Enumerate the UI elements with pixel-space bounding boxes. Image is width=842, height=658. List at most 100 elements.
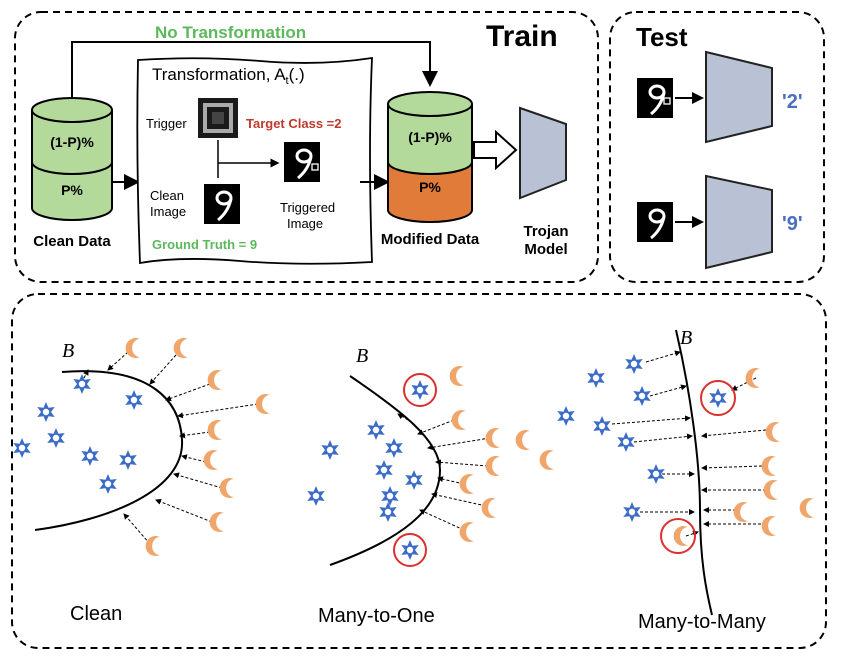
test-clean-image bbox=[635, 200, 675, 244]
test-panel bbox=[609, 11, 825, 283]
moon-icon bbox=[733, 502, 748, 522]
decision-boundary bbox=[675, 329, 713, 616]
clean-image-label: Clean bbox=[150, 188, 184, 203]
star-icon bbox=[385, 438, 403, 458]
clean-digit-image bbox=[202, 182, 242, 226]
moon-icon bbox=[799, 498, 814, 518]
star-icon bbox=[593, 416, 611, 436]
moon-icon bbox=[449, 366, 464, 386]
star-icon bbox=[47, 428, 65, 448]
test-output-2: '9' bbox=[782, 213, 803, 235]
star-icon bbox=[587, 368, 605, 388]
boundary-label: B bbox=[680, 327, 692, 349]
panel-label-many-to-one: Many-to-One bbox=[318, 605, 435, 627]
test-trigger-patch bbox=[663, 97, 671, 105]
triggered-image-label: Triggered bbox=[280, 200, 335, 215]
star-icon bbox=[633, 386, 651, 406]
moon-icon bbox=[515, 430, 530, 450]
moon-icon bbox=[745, 368, 760, 388]
trojan-model-label-2: Model bbox=[524, 241, 567, 258]
star-icon bbox=[367, 420, 385, 440]
transformation-title: Transformation, At(.) bbox=[152, 65, 305, 87]
star-icon bbox=[81, 446, 99, 466]
star-icon bbox=[119, 450, 137, 470]
star-icon bbox=[381, 486, 399, 506]
star-icon bbox=[623, 502, 641, 522]
modified-data-bottom-label: P% bbox=[419, 179, 441, 195]
modified-data-cylinder bbox=[387, 91, 473, 223]
clean-data-bottom-label: P% bbox=[61, 182, 83, 198]
target-class-label: Target Class =2 bbox=[246, 116, 342, 131]
star-icon bbox=[73, 374, 91, 394]
trojan-model-label: Trojan bbox=[523, 223, 568, 240]
clean-data-cylinder bbox=[31, 97, 113, 221]
star-icon bbox=[617, 432, 635, 452]
test-model-1 bbox=[705, 50, 773, 144]
star-icon bbox=[557, 406, 575, 426]
moon-icon bbox=[765, 422, 780, 442]
moon-icon bbox=[459, 522, 474, 542]
moon-icon bbox=[145, 536, 160, 556]
star-icon bbox=[307, 486, 325, 506]
triggered-digit-image bbox=[282, 140, 322, 184]
star-icon bbox=[321, 440, 339, 460]
highlight-circle bbox=[393, 533, 427, 567]
moon-icon bbox=[451, 410, 466, 430]
star-icon bbox=[411, 380, 429, 400]
test-model-2 bbox=[705, 174, 773, 270]
moon-icon bbox=[255, 394, 270, 414]
star-icon bbox=[37, 402, 55, 422]
dashed-arrows bbox=[397, 413, 491, 531]
star-icon bbox=[125, 390, 143, 410]
test-output-1: '2' bbox=[782, 91, 803, 113]
highlight-circle bbox=[660, 518, 696, 554]
moon-icon bbox=[761, 456, 776, 476]
train-panel bbox=[14, 11, 599, 283]
no-transformation-arrow bbox=[71, 41, 438, 100]
ground-truth-label: Ground Truth = 9 bbox=[152, 237, 257, 252]
star-icon bbox=[625, 354, 643, 374]
decision-boundary bbox=[34, 370, 184, 531]
star-icon bbox=[375, 460, 393, 480]
triggered-image-label-2: Image bbox=[287, 216, 323, 231]
trigger-image bbox=[198, 98, 238, 138]
many-to-one-panel: B Many-to-One bbox=[307, 345, 554, 627]
boundary-label: B bbox=[62, 340, 74, 362]
panel-label-many-to-many: Many-to-Many bbox=[638, 611, 766, 633]
moon-icon bbox=[125, 338, 140, 358]
dashed-arrows bbox=[611, 350, 767, 537]
moon-icon bbox=[485, 456, 500, 476]
modified-data-label: Modified Data bbox=[381, 231, 480, 248]
clean-panel: B Clean bbox=[13, 338, 270, 625]
trojan-model-shape bbox=[519, 106, 567, 200]
no-transformation-label: No Transformation bbox=[155, 23, 306, 42]
transformation-box bbox=[136, 56, 373, 265]
moon-icon bbox=[761, 516, 776, 536]
moon-icon bbox=[219, 478, 234, 498]
clean-data-label: Clean Data bbox=[33, 233, 111, 250]
modified-data-top-label: (1-P)% bbox=[408, 129, 452, 145]
test-title: Test bbox=[636, 22, 688, 52]
decision-boundary-panel bbox=[11, 293, 827, 649]
moon-icon bbox=[673, 526, 688, 546]
moon-icon bbox=[763, 480, 778, 500]
moon-icon bbox=[207, 370, 222, 390]
moon-icon bbox=[203, 450, 218, 470]
boundary-label: B bbox=[356, 345, 368, 367]
highlight-circle bbox=[403, 373, 437, 407]
moon-icon bbox=[207, 420, 222, 440]
triggered-patch bbox=[311, 163, 319, 171]
many-to-many-panel: B bbox=[557, 327, 814, 633]
star-icon bbox=[405, 470, 423, 490]
moon-icon bbox=[459, 474, 474, 494]
trigger-label: Trigger bbox=[146, 116, 187, 131]
moon-icon bbox=[481, 498, 496, 518]
star-icon bbox=[401, 540, 419, 560]
star-icon bbox=[99, 474, 117, 494]
star-icon bbox=[709, 388, 727, 408]
highlight-circle bbox=[700, 380, 736, 416]
dashed-arrows bbox=[83, 351, 259, 545]
train-title: Train bbox=[486, 20, 558, 53]
clean-data-top-label: (1-P)% bbox=[50, 134, 94, 150]
clean-image-label-2: Image bbox=[150, 204, 186, 219]
